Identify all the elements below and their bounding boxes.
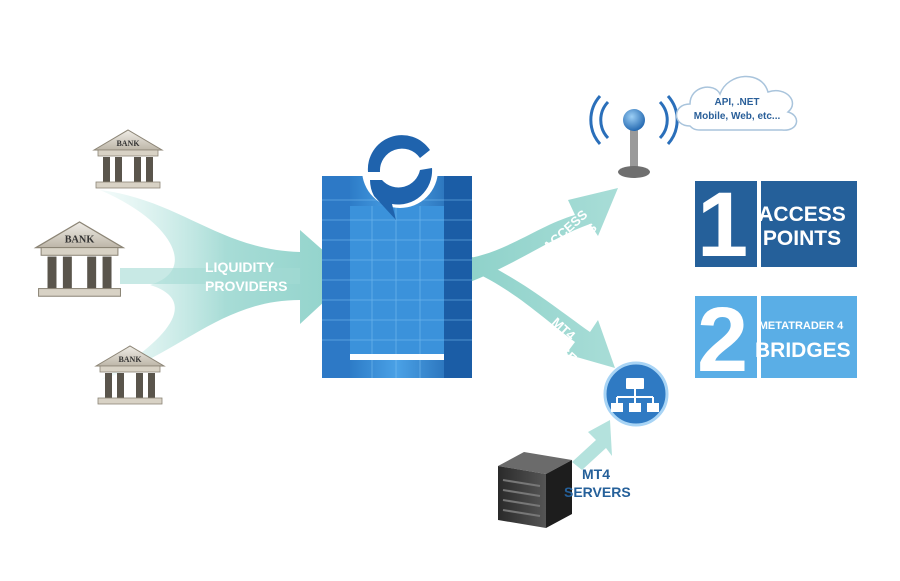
liquidity-arrow xyxy=(100,190,352,380)
bank-label: BANK xyxy=(116,139,140,148)
liquidity-label-1: LIQUIDITY xyxy=(205,259,275,275)
cloud-line-1: API, .NET xyxy=(714,97,759,108)
liquidity-label-2: PROVIDERS xyxy=(205,278,287,294)
cloud-line-2: Mobile, Web, etc... xyxy=(694,111,781,122)
bank-icon: BANK xyxy=(92,129,164,189)
network-node-icon xyxy=(603,361,669,427)
box-line-1: METATRADER 4 xyxy=(758,320,844,332)
box-divider xyxy=(757,181,761,267)
servers-label-1: MT4 xyxy=(582,466,610,482)
box-number: 1 xyxy=(697,174,749,276)
access-points-arrow xyxy=(470,188,618,282)
box-line-2: BRIDGES xyxy=(755,339,851,362)
servers-arrow xyxy=(572,420,612,470)
box-number: 2 xyxy=(697,289,749,391)
box-divider xyxy=(757,296,761,378)
servers-label-2: SERVERS xyxy=(564,484,631,500)
bank-label: BANK xyxy=(118,355,142,364)
bank-label: BANK xyxy=(65,234,95,245)
mt4-bridge-arrow xyxy=(470,256,615,368)
antenna-icon xyxy=(589,95,679,178)
server-icon xyxy=(498,452,572,528)
bridges-box: 2 METATRADER 4 BRIDGES xyxy=(695,290,857,390)
cloud-icon: API, .NET Mobile, Web, etc... xyxy=(675,75,798,131)
box-line-2: POINTS xyxy=(762,227,842,250)
data-center-tower-icon xyxy=(322,132,472,378)
access-points-box: 1 ACCESS POINTS xyxy=(695,175,857,275)
bank-icon: BANK xyxy=(33,221,126,297)
bank-icon: BANK xyxy=(94,345,166,405)
box-line-1: ACCESS xyxy=(758,203,846,226)
